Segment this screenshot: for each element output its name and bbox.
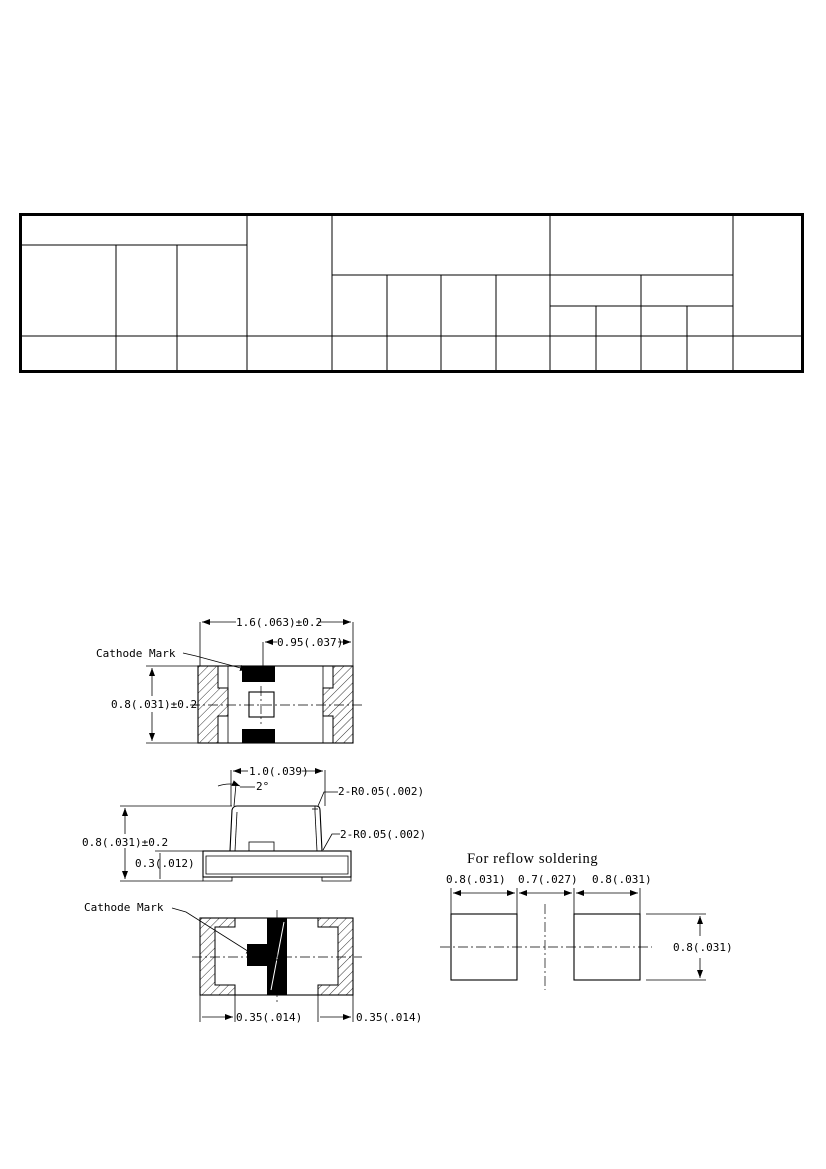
pad-offset-dim: 0.95(.037)	[277, 636, 343, 649]
base-height-dim: 0.3(.012)	[135, 857, 195, 870]
solder-footprint: For reflow soldering 0.8(.031) 0.7(.027)…	[440, 851, 733, 990]
height-dim: 0.8(.031)±0.2	[82, 836, 168, 849]
specification-table	[19, 213, 804, 373]
left-terminal	[197, 665, 229, 744]
footprint-title: For reflow soldering	[467, 851, 598, 867]
substrate	[202, 850, 352, 878]
terminal-right-dim: 0.35(.014)	[356, 1011, 422, 1024]
gap-dim: 0.7(.027)	[518, 873, 578, 886]
bottom-view: Cathode Mark 0.35(.014) 0.35(.014)	[84, 901, 422, 1024]
pad-right-dim: 0.8(.031)	[592, 873, 652, 886]
cathode-mark-label-bottom: Cathode Mark	[84, 901, 164, 914]
top-length-dim: 1.0(.039)	[249, 765, 309, 778]
cathode-mark-label-top: Cathode Mark	[96, 647, 176, 660]
top-view: 1.6(.063)±0.2 0.95(.037) 0.8(.031)±0.2 C…	[96, 616, 362, 744]
overall-length-dim: 1.6(.063)±0.2	[236, 616, 322, 629]
radius-bottom: 2-R0.05(.002)	[340, 828, 426, 841]
draft-angle: 2°	[256, 780, 269, 793]
side-view: 1.0(.039) 2° 2-R0.05(.002) 2-R0.05(.002)…	[82, 765, 426, 882]
die	[248, 841, 275, 852]
cathode-mark-top	[242, 666, 275, 682]
table-grid	[20, 214, 803, 372]
radius-top: 2-R0.05(.002)	[338, 785, 424, 798]
lens-body	[229, 805, 323, 852]
chip-die	[248, 691, 275, 718]
left-bottom-terminal	[199, 917, 236, 996]
cathode-mark-bottom	[242, 729, 275, 743]
cathode-pad	[247, 944, 267, 966]
table-border	[19, 213, 804, 373]
pad-left-dim: 0.8(.031)	[446, 873, 506, 886]
right-bottom-terminal	[317, 917, 354, 996]
pad-height-dim: 0.8(.031)	[673, 941, 733, 954]
width-dim: 0.8(.031)±0.2	[111, 698, 197, 711]
terminal-left-dim: 0.35(.014)	[236, 1011, 302, 1024]
right-terminal	[322, 665, 354, 744]
